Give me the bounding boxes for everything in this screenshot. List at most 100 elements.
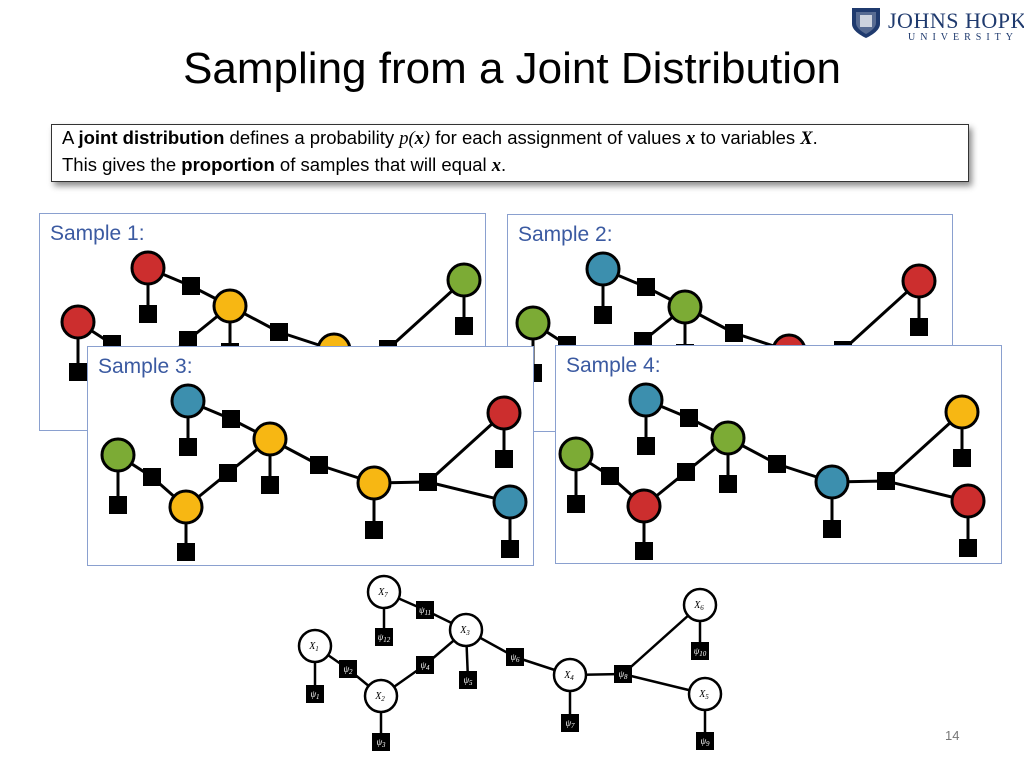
shield-icon [852,8,880,38]
fg-factor-psi5 [459,671,477,689]
factor-graph: ψ1ψ2ψ3ψ4ψ5ψ6ψ7ψ8ψ9ψ10ψ11ψ12X1X2X3X4X5X6X… [297,574,723,751]
factor-psi7 [365,521,383,539]
factor-psi11 [222,410,240,428]
factor-psi11 [182,277,200,295]
factor-psi12 [139,305,157,323]
variable-X7 [130,250,166,286]
fg-variable-X4 [552,657,588,693]
fg-factor-label-psi1: ψ1 [310,689,319,701]
fg-factor-label-psi2: ψ2 [343,664,353,676]
math-x: x [686,129,696,149]
factor-psi10 [455,317,473,335]
variable-X1 [100,437,136,473]
definition-text: to variables [695,127,801,148]
variable-X6 [446,262,482,298]
fg-factor-label-psi4: ψ4 [420,660,430,672]
sample-2-label: Sample 2: [518,223,613,246]
fg-factor-psi2 [339,660,357,678]
fg-factor-psi3 [372,733,390,751]
factor-psi4 [219,464,237,482]
fg-factor-psi1 [306,685,324,703]
variable-X7 [170,383,206,419]
fg-variable-label-X3: X3 [459,625,470,637]
variable-X5 [492,484,528,520]
fg-variable-X7 [366,574,402,610]
sample-4-network [558,382,986,560]
factor-psi12 [179,438,197,456]
variable-X4 [814,464,850,500]
logo-subtitle: UNIVERSITY [908,32,1018,43]
factor-psi9 [959,539,977,557]
fg-variable-X3 [448,612,484,648]
sample-3-label: Sample 3: [98,355,193,378]
variable-X3 [710,420,746,456]
fg-factor-psi6 [506,648,524,666]
sample-3-network [100,383,528,561]
fg-variable-X1 [297,628,333,664]
sample-4-label: Sample 4: [566,354,661,377]
definition-term: joint distribution [78,127,225,148]
factor-psi8 [419,473,437,491]
factor-psi12 [637,437,655,455]
variable-X5 [950,483,986,519]
factor-psi5 [719,475,737,493]
variable-X7 [628,382,664,418]
definition-line-2: This gives the proportion of samples tha… [62,152,958,179]
variable-X2 [168,489,204,525]
fg-factor-label-psi7: ψ7 [565,718,575,730]
factor-psi1 [567,495,585,513]
fg-variable-label-X7: X7 [377,587,388,599]
factor-psi1 [109,496,127,514]
sample-panel-4: Sample 4: [555,345,1002,564]
definition-text: defines a probability [224,127,400,148]
factor-psi11 [637,278,655,296]
factor-psi10 [910,318,928,336]
jhu-logo: JOHNS HOPKINS UNIVERSITY [850,6,1024,43]
fg-factor-psi9 [696,732,714,750]
slide-title: Sampling from a Joint Distribution [183,44,841,93]
fg-factor-psi4 [416,656,434,674]
factor-psi4 [677,463,695,481]
fg-factor-label-psi9: ψ9 [700,736,710,748]
definition-box: A joint distribution defines a probabili… [51,124,969,182]
factor-psi3 [177,543,195,561]
factor-psi11 [680,409,698,427]
sample-4-graph [558,382,986,560]
factor-psi9 [501,540,519,558]
factor-psi2 [143,468,161,486]
fg-variable-X2 [363,678,399,714]
variable-X3 [667,289,703,325]
fg-factor-label-psi5: ψ5 [463,675,473,687]
variable-X6 [944,394,980,430]
page-number: 14 [945,728,960,743]
fg-factor-psi10 [691,642,709,660]
fg-variable-label-X5: X5 [698,689,709,701]
factor-psi2 [601,467,619,485]
math-p-open: p( [399,129,415,149]
math-x: x [491,156,502,176]
definition-period: . [501,154,507,175]
factor-psi5 [261,476,279,494]
factor-psi6 [768,455,786,473]
fg-variable-X5 [687,676,723,712]
fg-variable-X6 [682,587,718,623]
fg-factor-label-psi8: ψ8 [618,669,628,681]
factor-psi10 [495,450,513,468]
definition-text: of samples that will equal [274,154,492,175]
fg-factor-label-psi3: ψ3 [376,737,386,749]
variable-X2 [626,488,662,524]
fg-variable-label-X6: X6 [693,600,704,612]
sample-panel-3: Sample 3: [87,346,534,566]
factor-psi6 [725,324,743,342]
fg-factor-psi7 [561,714,579,732]
variable-X4 [356,465,392,501]
fg-factor-psi8 [614,665,632,683]
fg-factor-psi11 [416,601,434,619]
variable-X1 [515,305,551,341]
factor-psi6 [310,456,328,474]
variable-X1 [60,304,96,340]
math-X: X [800,129,813,149]
variable-X1 [558,436,594,472]
factor-psi10 [953,449,971,467]
fg-factor-psi12 [375,628,393,646]
